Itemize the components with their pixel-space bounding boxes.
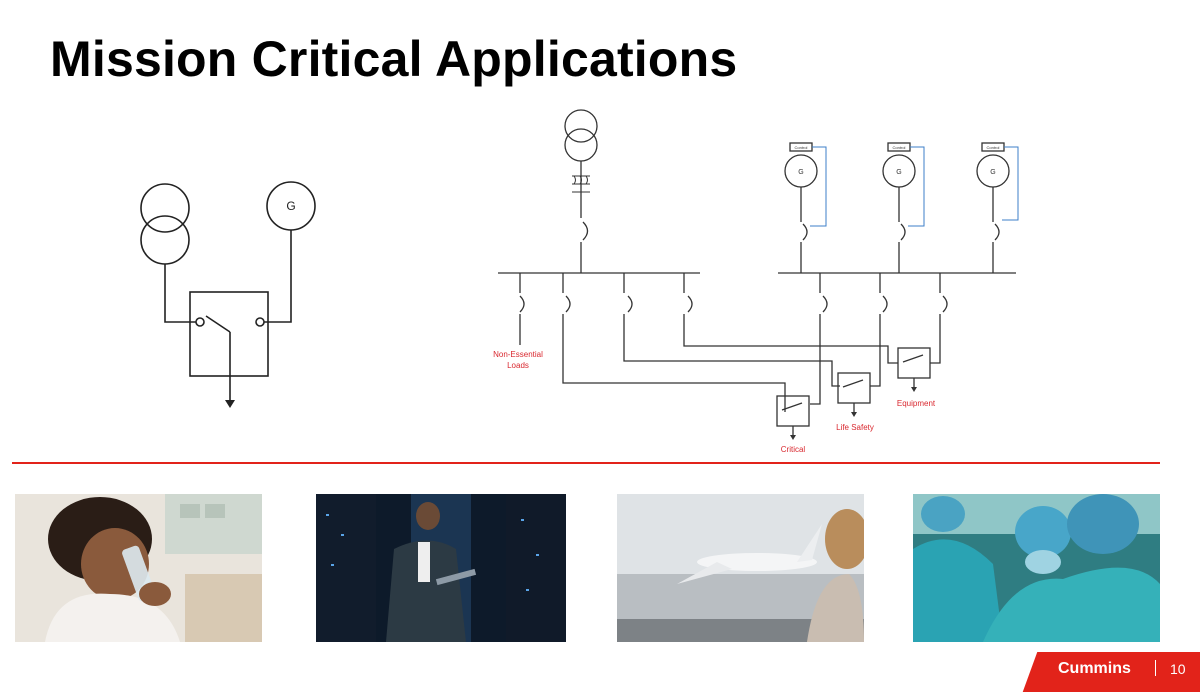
generator-feed-line [264,230,292,323]
load-arrow-icon [225,400,235,408]
ats-equipment [897,347,931,379]
generator-2-label: G [896,169,901,176]
control-wiring [810,146,1019,227]
simple-ats-diagram [140,181,316,402]
main-transformer-lower-coil [564,128,598,162]
equipment-label: Equipment [897,399,936,408]
non-essential-loads-label-line2: Loads [507,361,529,370]
utility-feed-line [164,264,196,323]
utility-transformer-lower-coil [140,215,190,265]
life-safety-arrow-icon [851,412,857,417]
transformer-windings [572,175,590,193]
equipment-arrow-icon [911,387,917,392]
feeder-breaker-2 [565,295,571,313]
switch-blade [205,315,231,333]
ats-life-safety [837,372,871,404]
utility-transformer-upper-coil [140,183,190,233]
slide-title: Mission Critical Applications [50,31,738,87]
controller-3-label: Control [987,145,1000,150]
controller-2-label: Control [893,145,906,150]
accent-divider [12,462,1160,464]
generator-1-label: G [798,169,803,176]
child-drinking-water-photo [15,494,262,642]
critical-arrow-icon [790,435,796,440]
simple-generator-label: G [286,199,295,213]
generator-3-label: G [990,169,995,176]
one-line-diagrams: G [140,109,1019,454]
switch-contact-left [195,317,205,327]
controller-1-label: Control [795,145,808,150]
airport-airplane-photo [617,494,864,642]
surgery-team-photo [913,494,1160,642]
feeder-breaker-1 [519,295,525,313]
data-center-technician-photo [316,494,566,642]
cummins-logo-text: Cummins [1058,660,1131,677]
non-essential-loads-label-line1: Non-Essential [493,350,543,359]
feeder-breaker-4 [687,295,693,313]
main-transformer-upper-coil [564,109,598,143]
switch-contact-right [255,317,265,327]
page-number: 10 [1170,661,1186,677]
feeder-breaker-3 [627,295,633,313]
distribution-diagram [498,109,1016,436]
critical-label: Critical [781,445,806,454]
life-safety-label: Life Safety [836,423,874,432]
ats-critical [776,395,810,427]
main-breaker [582,221,589,241]
footer-separator [1155,660,1156,676]
transfer-switch-box [189,291,269,377]
